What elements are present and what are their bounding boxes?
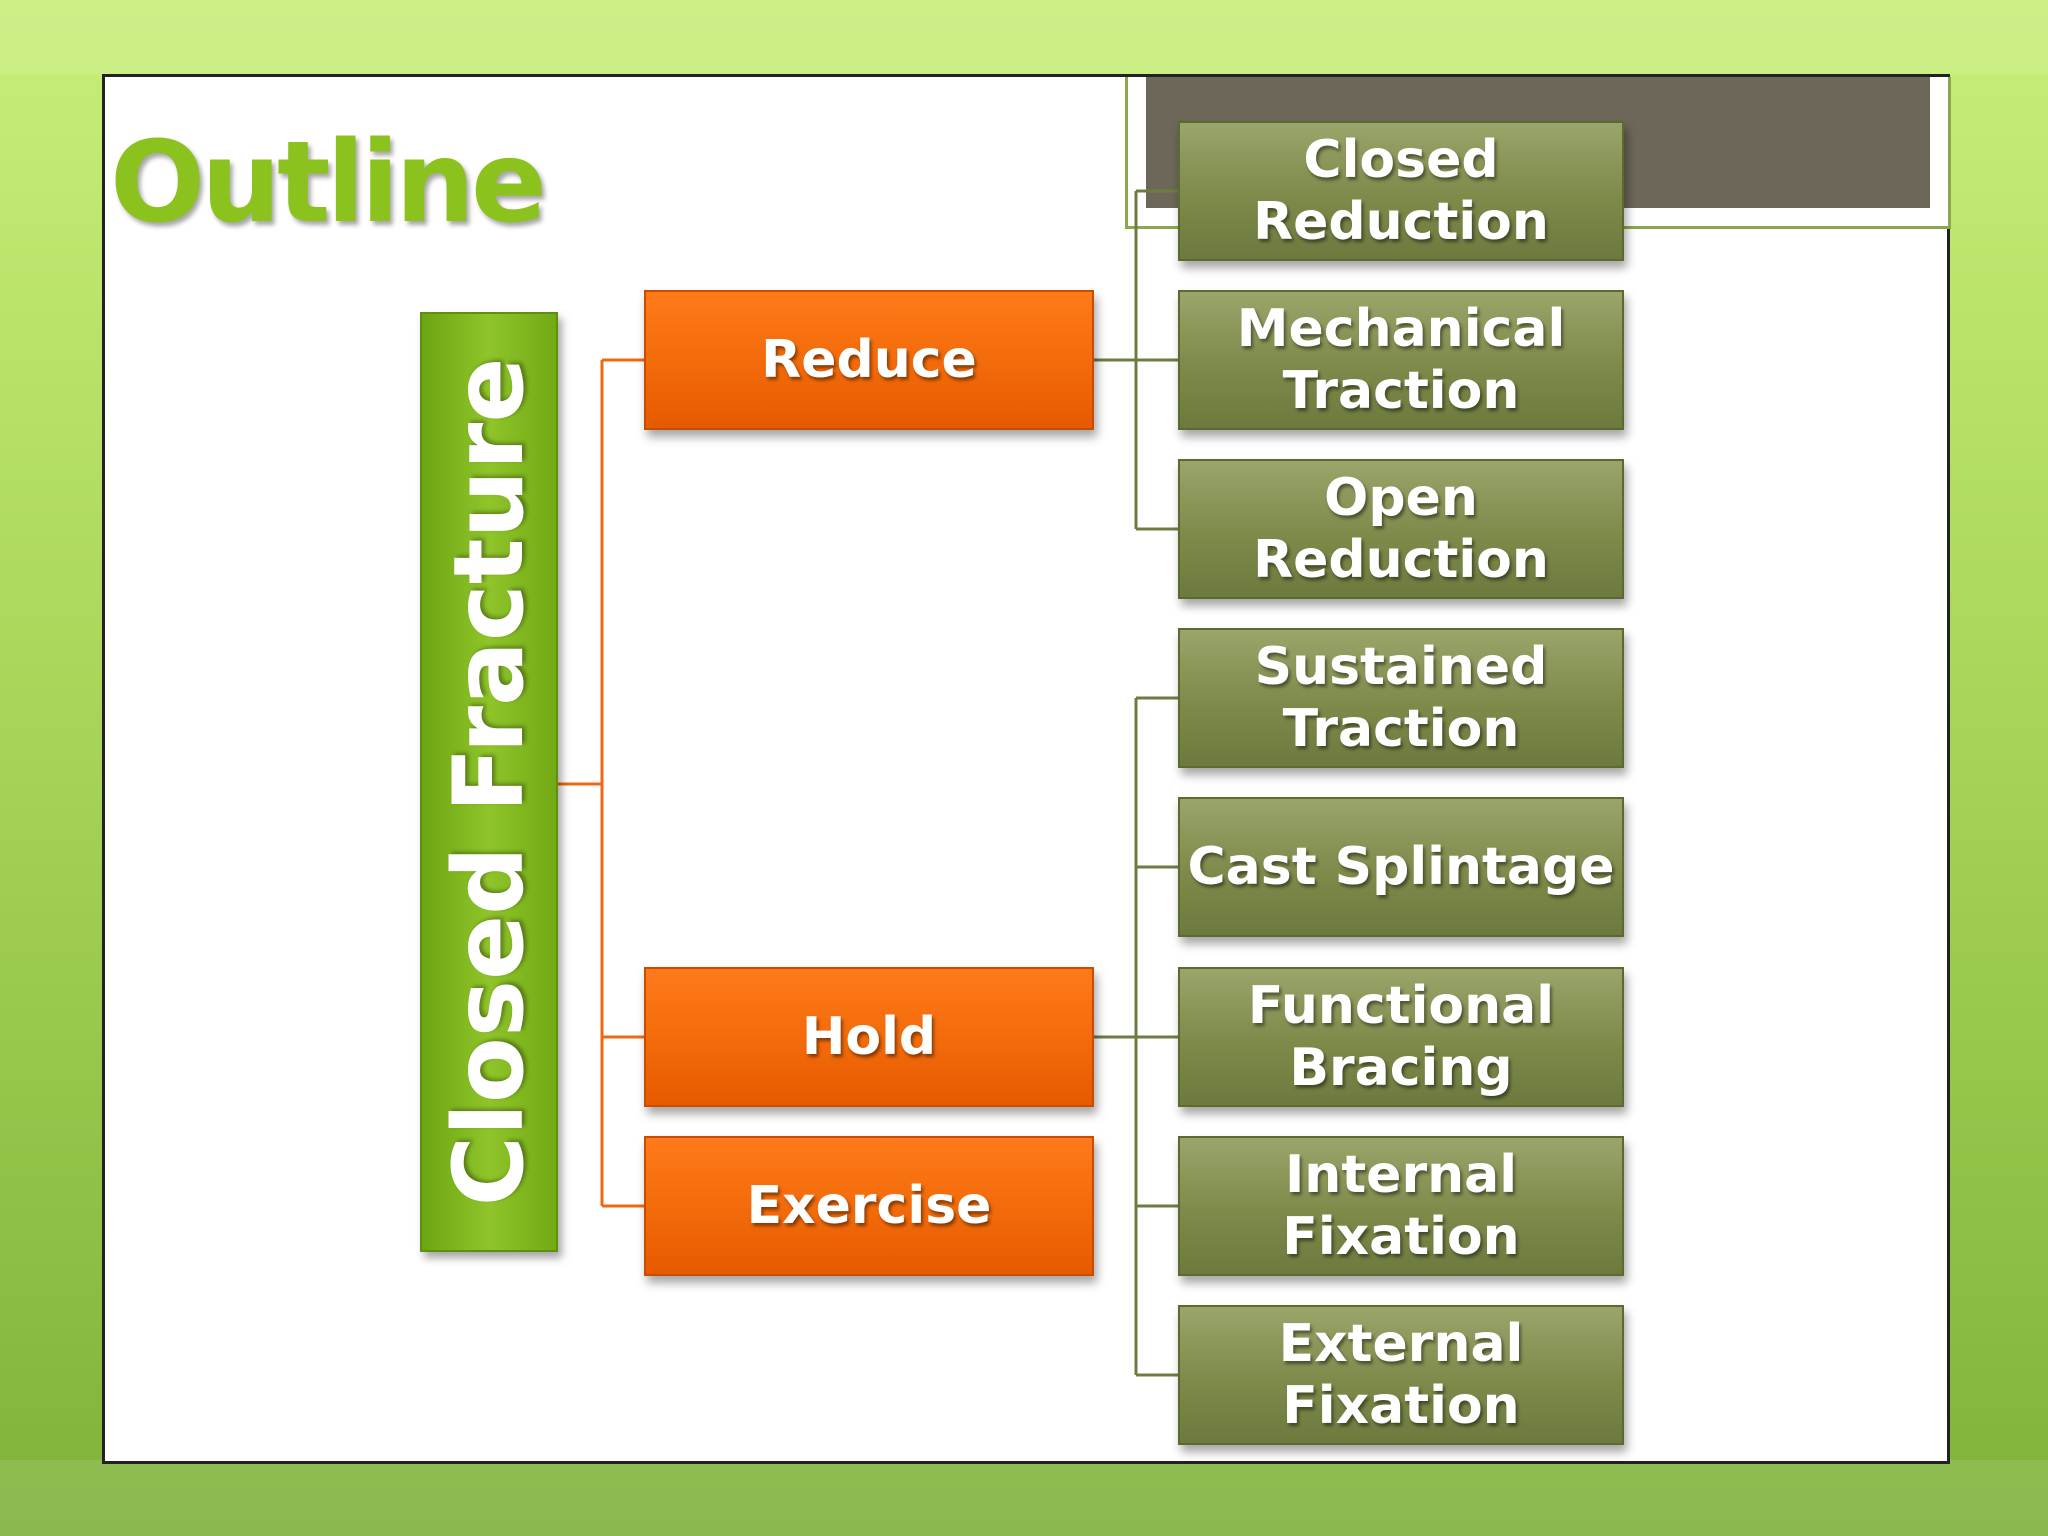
step-node-reduce: Reduce: [644, 290, 1094, 430]
method-node-mechanical-traction: Mechanical Traction: [1178, 290, 1624, 430]
method-node-functional-bracing: Functional Bracing: [1178, 967, 1624, 1107]
method-node-open-reduction: Open Reduction: [1178, 459, 1624, 599]
step-node-hold: Hold: [644, 967, 1094, 1107]
method-node-cast-splintage: Cast Splintage: [1178, 797, 1624, 937]
root-node-label: Closed Fracture: [433, 357, 545, 1207]
method-node-closed-reduction: Closed Reduction: [1178, 121, 1624, 261]
background-stripe: [0, 1460, 2048, 1536]
slide-title: Outline: [110, 118, 547, 248]
root-connectors: [558, 358, 644, 1208]
method-node-internal-fixation: Internal Fixation: [1178, 1136, 1624, 1276]
method-node-sustained-traction: Sustained Traction: [1178, 628, 1624, 768]
method-node-external-fixation: External Fixation: [1178, 1305, 1624, 1445]
background-stripe: [0, 0, 2048, 74]
step-node-exercise: Exercise: [644, 1136, 1094, 1276]
method-connectors: [1094, 189, 1178, 1377]
root-node: Closed Fracture: [420, 312, 558, 1252]
